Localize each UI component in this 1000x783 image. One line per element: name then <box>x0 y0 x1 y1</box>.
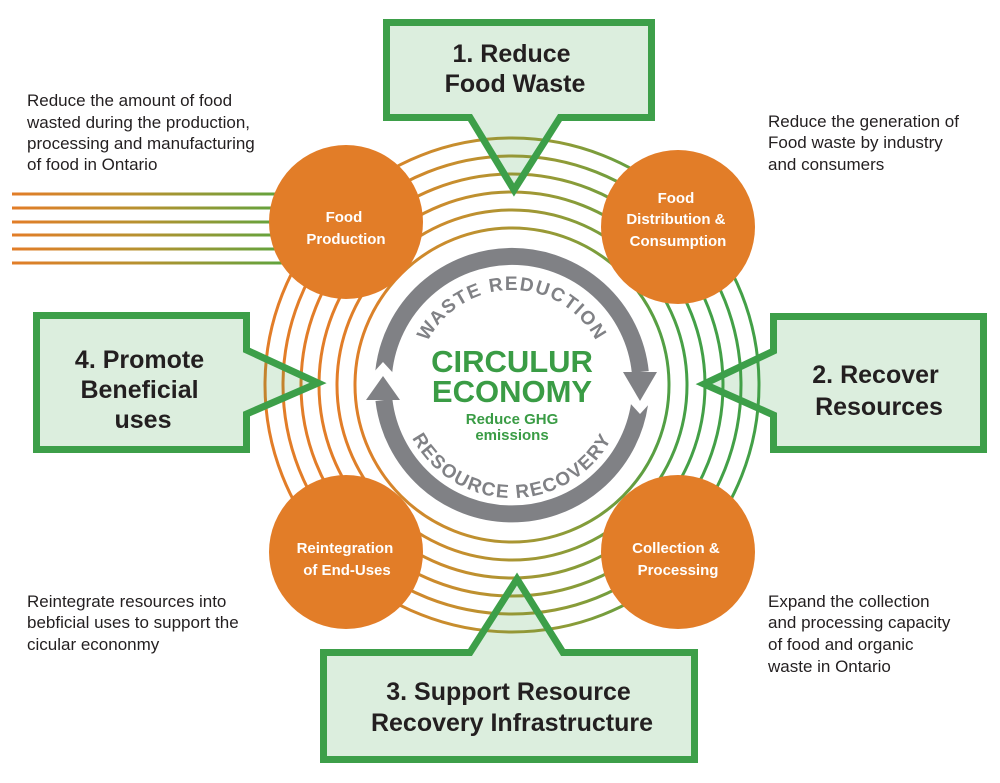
node-label: Food Production <box>306 209 385 248</box>
arrow-notch <box>629 402 651 414</box>
description-bottom-right: Expand the collection and processing cap… <box>767 592 955 676</box>
center-label: CIRCULUR ECONOMY Reduce GHG emissions <box>431 344 593 444</box>
arrow-notch <box>372 362 394 374</box>
callout-box <box>695 313 987 453</box>
callout-box <box>383 19 655 197</box>
node-reintegration: Reintegration of End-Uses <box>269 475 423 629</box>
ring <box>263 136 761 634</box>
callout-support-infrastructure: 3. Support Resource Recovery Infrastruct… <box>320 572 698 763</box>
description-top-left: Reduce the amount of food wasted during … <box>26 91 259 174</box>
center-title-line2: ECONOMY <box>432 374 593 409</box>
waste-reduction-arrow-arc <box>375 247 649 373</box>
node-circle <box>601 150 755 304</box>
node-food-distribution: Food Distribution & Consumption <box>601 150 755 304</box>
ring <box>335 208 689 562</box>
callout-box <box>320 572 698 763</box>
ring <box>353 226 671 544</box>
arrowhead-down-icon <box>623 372 657 401</box>
callout-recover-resources: 2. Recover Resources <box>695 313 987 453</box>
cycle-arrows <box>366 247 657 523</box>
node-label: Collection & Processing <box>632 540 724 579</box>
center-subtitle-line1: Reduce GHG <box>466 411 559 428</box>
node-circle <box>269 475 423 629</box>
node-circle <box>269 145 423 299</box>
center-subtitle-line2: emissions <box>475 427 548 444</box>
node-circle <box>601 475 755 629</box>
callout-box <box>33 312 327 453</box>
callout-label: 4. Promote Beneficial uses <box>75 346 211 434</box>
callout-label: 2. Recover Resources <box>812 361 945 421</box>
resource-recovery-arrow-arc <box>375 398 649 523</box>
description-top-right: Reduce the generation of Food waste by i… <box>768 112 964 174</box>
arrowhead-up-icon <box>366 376 400 400</box>
callout-reduce-food-waste: 1. Reduce Food Waste <box>383 19 655 197</box>
callout-label: 3. Support Resource Recovery Infrastruct… <box>371 678 653 737</box>
node-label: Food Distribution & Consumption <box>626 190 729 250</box>
node-label: Reintegration of End-Uses <box>297 540 398 579</box>
callout-promote-beneficial-uses: 4. Promote Beneficial uses <box>33 312 327 453</box>
ring <box>281 154 743 616</box>
concentric-rings <box>263 136 761 634</box>
incoming-lines <box>12 192 300 265</box>
center-title-line1: CIRCULUR <box>431 344 593 379</box>
node-collection-processing: Collection & Processing <box>601 475 755 629</box>
callout-label: 1. Reduce Food Waste <box>445 40 586 98</box>
node-food-production: Food Production <box>269 145 423 299</box>
description-bottom-left: Reintegrate resources into bebficial use… <box>27 592 243 654</box>
ring <box>299 172 725 598</box>
